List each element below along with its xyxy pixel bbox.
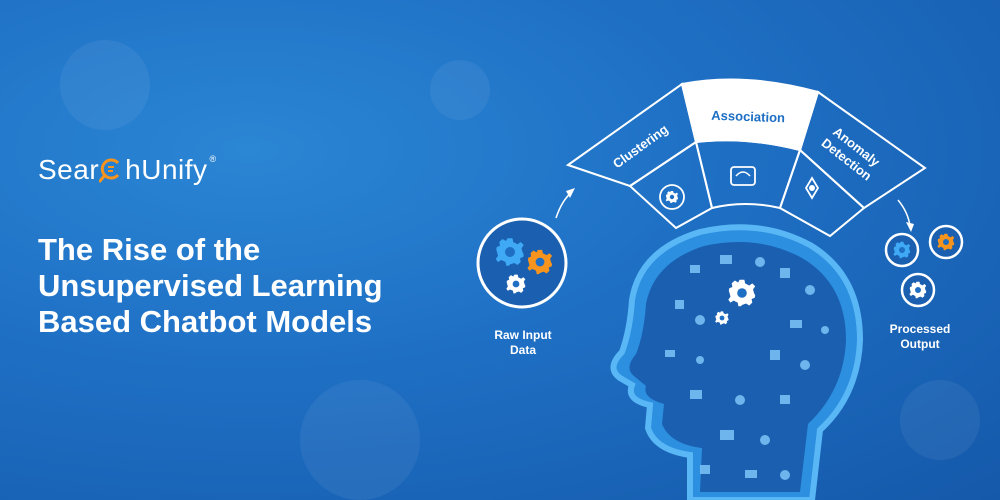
bokeh-light	[60, 40, 150, 130]
searchunify-logo[interactable]: Sear hUnify®	[38, 154, 217, 186]
segment-anomaly-detection	[778, 90, 927, 238]
brain-book-icon	[730, 166, 756, 186]
bokeh-light	[900, 380, 980, 460]
logo-text-part2: hUnify	[125, 154, 208, 185]
hands-brain-icon	[804, 176, 820, 200]
raw-input-label-line2: Data	[509, 343, 536, 357]
raw-input-gears	[476, 217, 568, 309]
magnifier-c-icon	[98, 158, 120, 183]
headline: The Rise of the Unsupervised Learning Ba…	[38, 232, 458, 340]
headline-line-1: The Rise of the	[38, 232, 261, 267]
head-gear-icon	[659, 184, 685, 210]
bokeh-light	[430, 60, 490, 120]
learning-types-arc	[565, 78, 927, 238]
processed-output-gears	[884, 224, 964, 308]
processed-output-label-line1: Processed	[889, 322, 951, 336]
headline-line-3: Based Chatbot Models	[38, 304, 373, 339]
raw-input-label: Raw Input Data	[478, 328, 568, 358]
arrow-out	[897, 199, 911, 227]
raw-input-label-line1: Raw Input	[494, 328, 552, 342]
segment-association	[680, 78, 820, 210]
head-silhouette	[610, 224, 864, 500]
processed-output-label-line2: Output	[900, 337, 940, 351]
processed-output-label: Processed Output	[875, 322, 965, 352]
logo-text-part1: Sear	[38, 154, 100, 185]
registered-mark: ®	[209, 154, 217, 164]
segment-label-association: Association	[711, 108, 785, 126]
bokeh-light	[300, 380, 420, 500]
headline-line-2: Unsupervised Learning	[38, 268, 383, 303]
